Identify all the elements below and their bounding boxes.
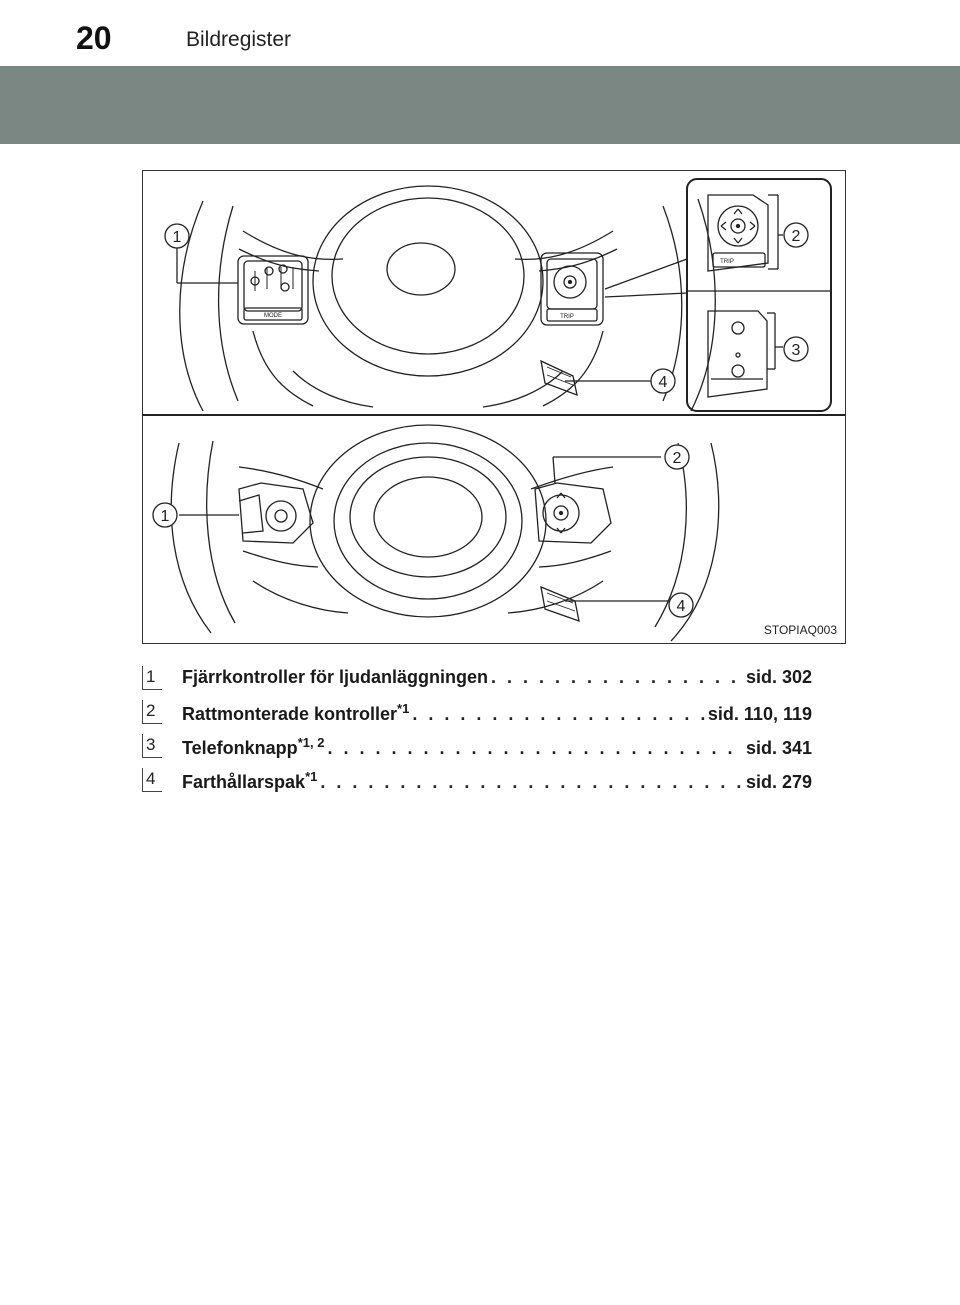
page-number: 20 <box>76 20 112 56</box>
list-item: 4 Farthållarspak*1 sid. 279 <box>142 765 812 799</box>
callout-3-top <box>783 336 809 362</box>
reference-list: 1 Fjärrkontroller för ljudanläggningen s… <box>142 663 812 799</box>
steering-wheel-figure: 1 2 3 4 2 1 4 MODE TRIP TRIP STOPIAQ003 <box>142 170 846 644</box>
page-reference: sid. 341 <box>745 738 812 758</box>
steering-wheel-illustration: 1 2 3 4 2 1 4 MODE TRIP TRIP <box>143 178 845 642</box>
figure-code: STOPIAQ003 <box>763 623 837 637</box>
item-number: 4 <box>142 768 162 792</box>
callout-4-bottom <box>668 592 694 618</box>
item-label: Telefonknapp <box>182 738 298 758</box>
dot-leader <box>327 738 743 759</box>
callout-2-bottom <box>664 444 690 470</box>
list-item: 1 Fjärrkontroller för ljudanläggningen s… <box>142 663 812 697</box>
list-item: 3 Telefonknapp*1, 2 sid. 341 <box>142 731 812 765</box>
dot-leader <box>412 704 705 725</box>
item-number: 3 <box>142 734 162 758</box>
list-item: 2 Rattmonterade kontroller*1 sid. 110, 1… <box>142 697 812 731</box>
dot-leader <box>320 772 743 793</box>
header-band <box>0 66 960 144</box>
item-label: Rattmonterade kontroller <box>182 704 398 724</box>
footnote-marker: *1, 2 <box>297 735 325 750</box>
item-label: Fjärrkontroller för ljudanläggningen <box>182 667 489 687</box>
callout-1-bottom <box>152 502 178 528</box>
callout-label: 1 <box>173 229 182 246</box>
page-header: 20 Bildregister <box>0 0 960 62</box>
trip-button-label-inset: TRIP <box>720 259 734 265</box>
item-number: 1 <box>142 666 162 690</box>
callout-label: 3 <box>792 342 801 359</box>
callout-label: 1 <box>161 508 170 525</box>
callout-label: 2 <box>792 228 801 245</box>
item-label: Farthållarspak <box>182 772 306 792</box>
callout-label: 4 <box>659 374 668 391</box>
section-title: Bildregister <box>186 28 292 51</box>
footnote-marker: *1 <box>305 769 318 784</box>
callout-label: 4 <box>677 598 686 615</box>
callout-4-top <box>650 368 676 394</box>
footnote-marker: *1 <box>397 701 410 716</box>
mode-button-label: MODE <box>264 313 282 319</box>
callout-label: 2 <box>673 450 682 467</box>
trip-button-label: TRIP <box>560 314 574 320</box>
callout-1-top <box>164 223 190 249</box>
dot-leader <box>491 667 743 688</box>
page-reference: sid. 279 <box>745 772 812 792</box>
callout-2-top <box>783 222 809 248</box>
page-reference: sid. 110, 119 <box>707 704 812 724</box>
page-reference: sid. 302 <box>745 667 812 687</box>
item-number: 2 <box>142 700 162 724</box>
